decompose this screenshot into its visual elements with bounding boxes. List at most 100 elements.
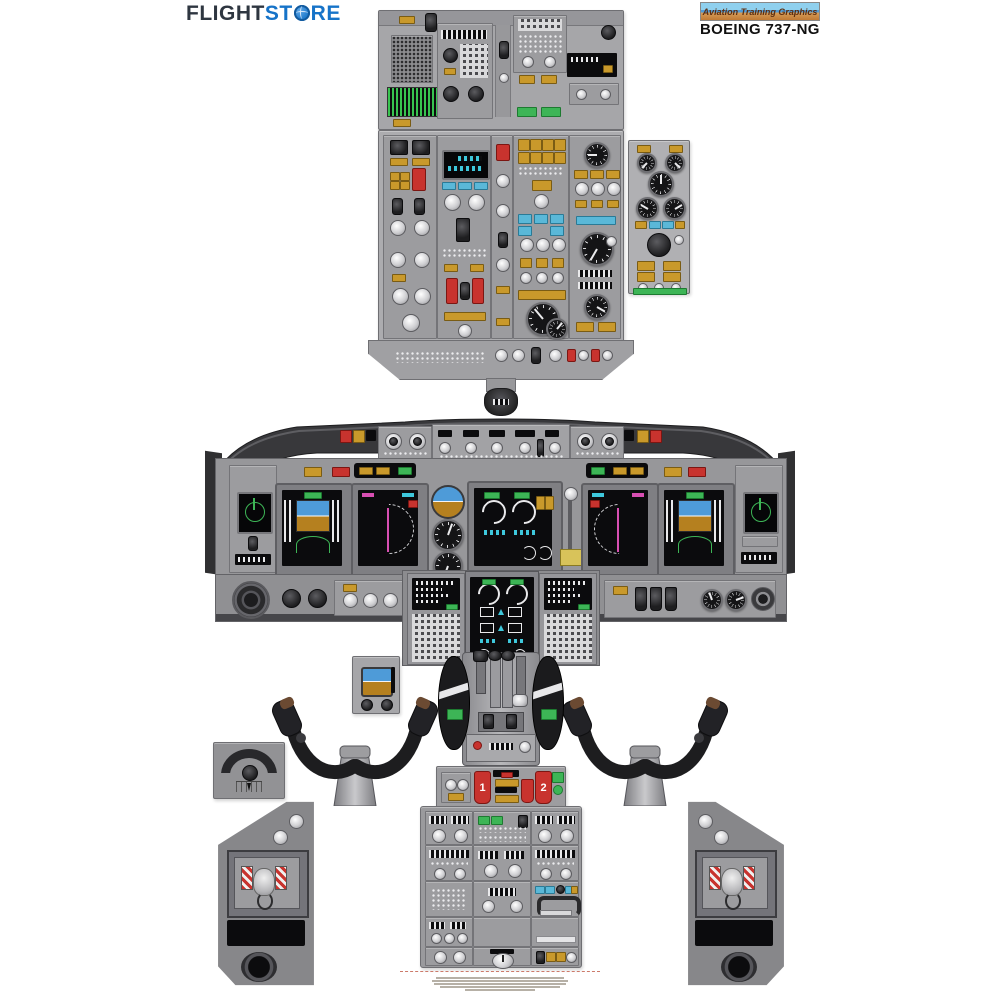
elec-display	[442, 150, 490, 180]
left-speaker	[232, 581, 270, 619]
amber-switch-stack	[637, 261, 655, 282]
fo-outboard-panel	[735, 465, 783, 573]
fo-lower-panel	[604, 580, 776, 618]
throttle-quadrant	[438, 650, 564, 766]
flt-ctrl-switch	[390, 140, 408, 155]
capt-pfd-screen	[282, 490, 342, 566]
irs-data-window	[441, 30, 487, 39]
gen-drive-switch	[446, 278, 458, 304]
adf-panel-left	[425, 845, 473, 881]
yaw-damper-indicator	[237, 492, 273, 534]
exterior-lights-panel	[368, 340, 634, 380]
lower-center-du	[465, 571, 539, 667]
panel-light-knob	[308, 589, 327, 608]
fo-cdu	[539, 573, 597, 665]
captain-efis-panel	[378, 426, 432, 460]
toggle-switch	[425, 13, 437, 32]
nav-control-panel	[473, 845, 531, 881]
fo-cdu-keyboard	[544, 614, 592, 662]
fo-sidewall-panel	[685, 800, 785, 986]
outflow-valve-gauge	[584, 142, 610, 168]
test-light-grid	[518, 34, 562, 54]
mode-control-panel	[432, 424, 570, 462]
capt-cdu-screen	[412, 578, 460, 610]
fire-protection-panel: 1 2	[436, 766, 566, 808]
electrical-panel	[437, 135, 491, 339]
n1-gauge-1	[477, 495, 511, 529]
small-knob	[499, 73, 509, 83]
fo-pfd-screen	[664, 490, 724, 566]
oxygen-hose	[725, 892, 741, 910]
standby-magnetic-compass	[484, 388, 518, 416]
capt-nd-screen	[353, 490, 425, 566]
gasper-vent	[714, 830, 729, 845]
capt-cdu	[407, 573, 465, 665]
fo-nd-screen	[583, 490, 655, 566]
fuel-pump-switch-grid	[518, 139, 566, 164]
capt-lighting-panel	[334, 580, 408, 616]
blank-panel	[473, 917, 531, 947]
forward-overhead-panel	[378, 130, 624, 342]
heading-knob	[491, 442, 503, 454]
altitude-tape	[332, 500, 340, 542]
pedestal-cdu-bay	[402, 570, 600, 667]
annunciator-light	[519, 75, 535, 84]
altitude-window	[515, 430, 535, 437]
engine2-fire-handle-label: 2	[540, 781, 547, 794]
isfd-panel	[352, 656, 400, 714]
center-column	[495, 25, 511, 117]
vs-window	[545, 430, 559, 437]
speed-knob	[465, 442, 477, 454]
captain-control-yoke	[272, 696, 438, 806]
le-devices-light	[517, 107, 537, 117]
overhead-speaker-grille	[391, 35, 433, 83]
track-line	[387, 508, 389, 552]
door-light-panel	[531, 917, 579, 947]
guarded-red-switch	[412, 168, 426, 191]
standby-attitude-indicator	[431, 485, 465, 519]
fo-pfd	[657, 483, 735, 577]
upper-eicas-du	[467, 481, 563, 577]
overheat-test-block	[441, 772, 471, 803]
course-window	[438, 430, 452, 437]
capt-nd	[351, 483, 429, 577]
vhf-comm-panel-right	[531, 811, 579, 845]
circuit-annunciator-block	[513, 15, 567, 73]
lower-du-screen	[470, 577, 534, 661]
gasper-vent	[698, 814, 713, 829]
annunciator-light	[393, 119, 411, 127]
small-knob	[522, 56, 534, 68]
quadrant-aft-plate	[466, 734, 536, 762]
land-alt-window	[578, 282, 612, 289]
mcp-button-row	[439, 454, 563, 460]
start-lever-2	[506, 714, 517, 729]
emer-exit-switch	[496, 144, 510, 161]
chart-holder	[227, 920, 305, 946]
fo-control-yoke	[562, 696, 728, 806]
fo-nd	[581, 483, 659, 577]
logo-text-flight: FLIGHT	[186, 2, 265, 25]
vhf-comm-panel-left	[425, 811, 473, 845]
flt-ctrl-switch	[412, 140, 430, 155]
fo-cdu-screen	[544, 578, 592, 610]
center-overhead-column	[491, 135, 513, 339]
fo-efis-panel	[570, 426, 624, 460]
cup-holder	[717, 952, 761, 982]
stab-trim-wheel-right	[532, 656, 564, 750]
vhf-panel	[569, 83, 619, 105]
heading-window	[489, 430, 505, 437]
stab-trim-panel	[425, 917, 473, 947]
apu-fire-handle	[521, 779, 534, 803]
flap-indicator-box	[536, 496, 545, 510]
panel-seam	[379, 11, 623, 26]
irs-display	[387, 87, 441, 117]
irs-mode-knob	[443, 86, 459, 102]
panel-light-knob	[282, 589, 301, 608]
transponder-panel	[473, 881, 531, 917]
start-lever-1	[483, 714, 494, 729]
capt-pfd	[275, 483, 353, 577]
landing-gear-lever	[560, 487, 582, 571]
handset-grip	[537, 896, 581, 917]
